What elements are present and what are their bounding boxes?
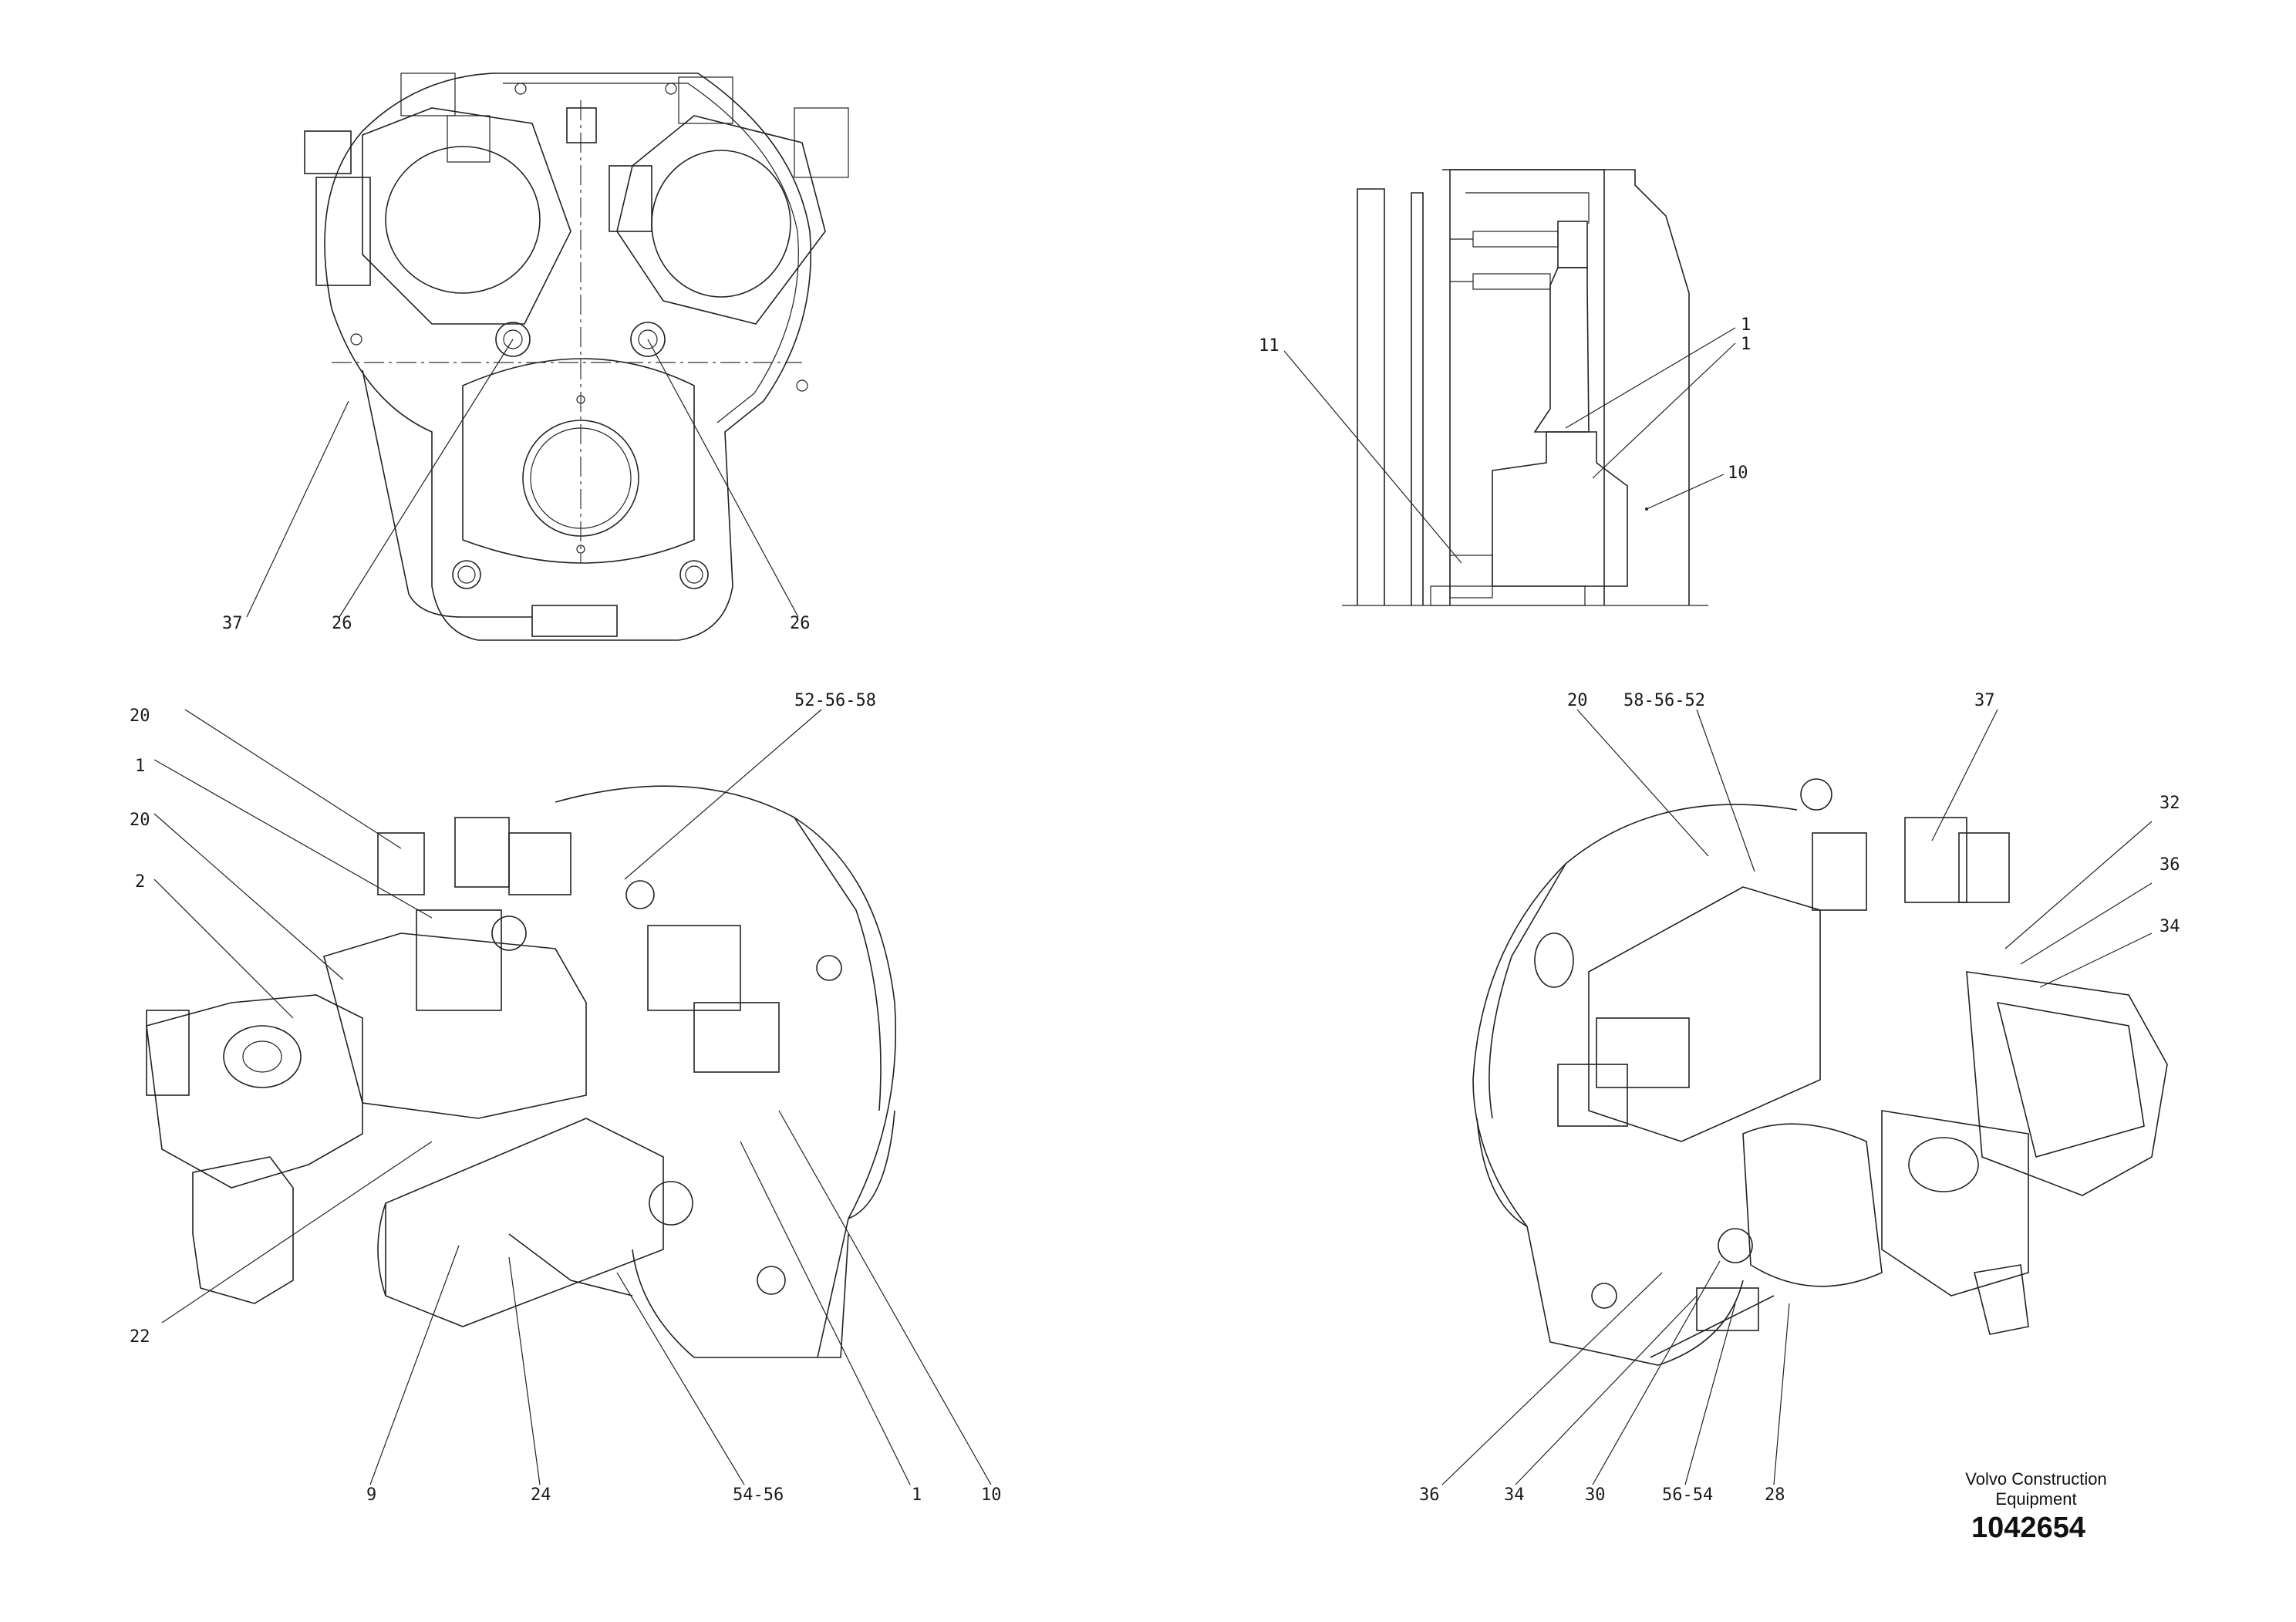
callout-22: 22 [130,1327,150,1347]
callout-58-56-52: 58-56-52 [1623,691,1705,710]
callout-9: 9 [366,1485,376,1505]
callout-56-54: 56-54 [1662,1485,1713,1505]
callout-10: 10 [1728,464,1748,483]
callout-52-56-58: 52-56-58 [794,691,876,710]
callout-1: 1 [912,1485,922,1505]
callout-36: 36 [1419,1485,1440,1505]
callout-30: 30 [1585,1485,1606,1505]
callout-36: 36 [2159,855,2180,875]
brand-name: Volvo Construction Equipment [1913,1469,2159,1509]
isometric-view-left: 20 1 20 2 52-56-58 22 9 24 54-56 1 10 [130,691,1002,1505]
callout-1: 1 [1741,315,1751,335]
callout-34: 34 [2159,917,2180,936]
callout-10: 10 [981,1485,1002,1505]
callout-20: 20 [1567,691,1588,710]
isometric-view-right: 20 58-56-52 37 32 36 34 36 34 30 56-54 2… [1419,691,2180,1505]
callout-37: 37 [1974,691,1995,710]
callout-26: 26 [790,614,811,633]
callout-26: 26 [332,614,352,633]
callout-34: 34 [1504,1485,1525,1505]
callout-1: 1 [1741,335,1751,354]
callout-1: 1 [135,757,145,776]
callout-28: 28 [1765,1485,1785,1505]
callout-24: 24 [531,1485,551,1505]
callout-20: 20 [130,706,150,726]
callout-32: 32 [2159,794,2180,813]
callout-2: 2 [135,872,145,892]
callout-20: 20 [130,811,150,830]
callout-11: 11 [1259,336,1279,356]
section-view-drawing: 11 1 1 10 [1259,169,1751,606]
front-view-drawing: 37 26 26 [222,73,849,641]
drawing-number: 1042654 [1971,1512,2085,1544]
callout-37: 37 [222,614,243,633]
brand-name-line2: Equipment [1995,1489,2077,1509]
callout-54-56: 54-56 [733,1485,784,1505]
brand-name-line1: Volvo Construction [1965,1469,2107,1489]
